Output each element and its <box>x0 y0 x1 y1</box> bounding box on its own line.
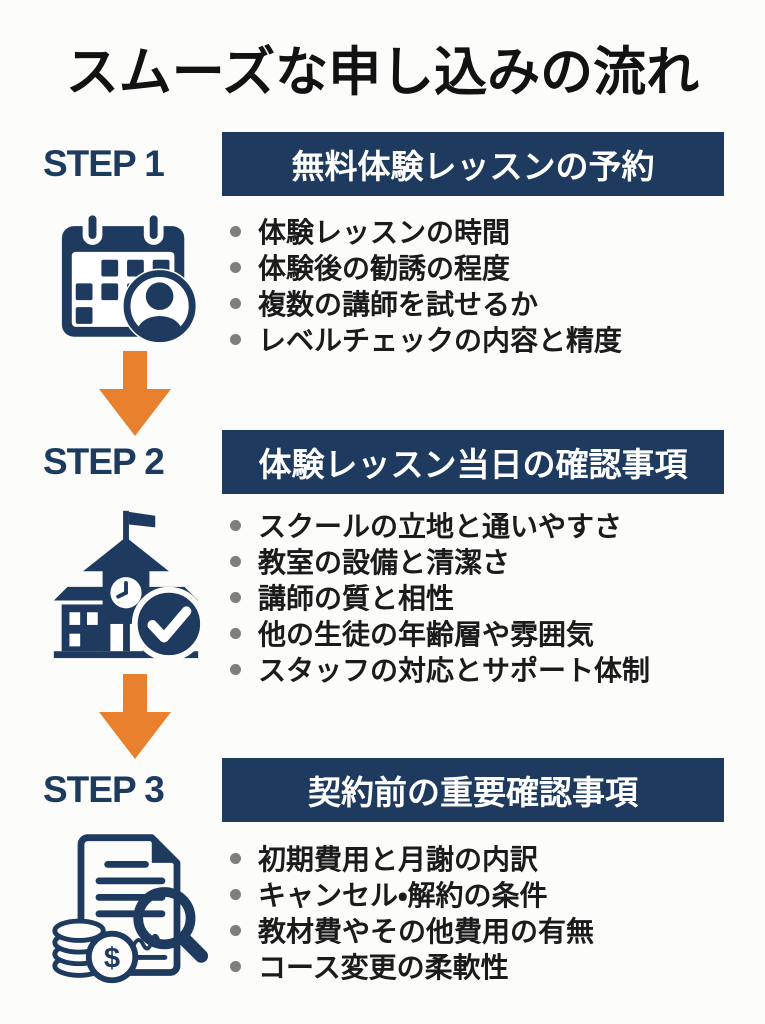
bullet-text: 複数の講師を試せるか <box>258 289 539 320</box>
step-1-checklist: 体験レッスンの時間 体験後の勧誘の程度 複数の講師を試せるか レベルチェックの内… <box>230 213 622 357</box>
list-item: 講師の質と相性 <box>230 579 650 615</box>
step-3-checklist: 初期費用と月謝の内訳 キャンセル・解約の条件 教材費やその他費用の有無 コース変… <box>230 840 594 984</box>
step-2-header-bar: 体験レッスン当日の確認事項 <box>222 430 724 494</box>
bullet-dot <box>230 225 241 237</box>
document-search-coins-icon: $ <box>44 828 214 988</box>
bullet-dot <box>230 591 241 603</box>
bullet-dot <box>230 333 241 345</box>
bullet-text: 体験後の勧誘の程度 <box>258 253 511 284</box>
list-item: スタッフの対応とサポート体制 <box>230 651 650 687</box>
step-2-checklist: スクールの立地と通いやすさ 教室の設備と清潔さ 講師の質と相性 他の生徒の年齢層… <box>230 507 650 687</box>
step-2-label: STEP 2 <box>43 441 165 482</box>
list-item: 体験後の勧誘の程度 <box>230 249 622 285</box>
bullet-dot <box>230 852 241 864</box>
list-item: レベルチェックの内容と精度 <box>230 321 622 357</box>
list-item: 複数の講師を試せるか <box>230 285 622 321</box>
bullet-dot <box>230 555 241 567</box>
down-arrow-icon <box>97 351 173 437</box>
bullet-dot <box>230 627 241 639</box>
bullet-text: 初期費用と月謝の内訳 <box>258 844 539 875</box>
bullet-dot <box>230 297 241 309</box>
step-3-row: STEP 3 契約前の重要確認事項 <box>0 758 765 822</box>
list-item: 体験レッスンの時間 <box>230 213 622 249</box>
page-title: スムーズな申し込みの流れ <box>65 43 700 102</box>
bullet-text: 教材費やその他費用の有無 <box>258 916 595 947</box>
step-3-label: STEP 3 <box>43 769 165 810</box>
list-item: 教室の設備と清潔さ <box>230 543 650 579</box>
bullet-dot <box>230 960 241 972</box>
bullet-text: レベルチェックの内容と精度 <box>258 325 623 356</box>
school-check-icon <box>48 503 206 663</box>
list-item: 教材費やその他費用の有無 <box>230 912 594 948</box>
list-item: 他の生徒の年齢層や雰囲気 <box>230 615 650 651</box>
list-item: コース変更の柔軟性 <box>230 948 594 984</box>
list-item: スクールの立地と通いやすさ <box>230 507 650 543</box>
step-1-label: STEP 1 <box>43 143 165 184</box>
bullet-dot <box>230 261 241 273</box>
step-1-row: STEP 1 無料体験レッスンの予約 <box>0 132 765 196</box>
bullet-text: 体験レッスンの時間 <box>258 217 511 248</box>
bullet-text: スタッフの対応とサポート体制 <box>258 655 651 686</box>
list-item: 初期費用と月謝の内訳 <box>230 840 594 876</box>
step-1-header-bar: 無料体験レッスンの予約 <box>222 132 724 196</box>
list-item: キャンセル・解約の条件 <box>230 876 594 912</box>
bullet-dot <box>230 519 241 531</box>
step-3-header-bar: 契約前の重要確認事項 <box>222 758 724 822</box>
down-arrow-icon <box>97 674 173 760</box>
bullet-dot <box>230 663 241 675</box>
bullet-text: 他の生徒の年齢層や雰囲気 <box>258 619 595 650</box>
bullet-text: 教室の設備と清潔さ <box>258 547 511 578</box>
bullet-dot <box>230 924 241 936</box>
bullet-text: コース変更の柔軟性 <box>258 952 509 983</box>
bullet-text: 講師の質と相性 <box>258 583 455 614</box>
bullet-text: スクールの立地と通いやすさ <box>258 511 623 542</box>
step-2-row: STEP 2 体験レッスン当日の確認事項 <box>0 430 765 494</box>
bullet-dot <box>230 888 241 900</box>
calendar-user-icon <box>56 209 204 344</box>
bullet-text: キャンセル・解約の条件 <box>258 880 548 911</box>
dollar-glyph: $ <box>104 943 120 975</box>
